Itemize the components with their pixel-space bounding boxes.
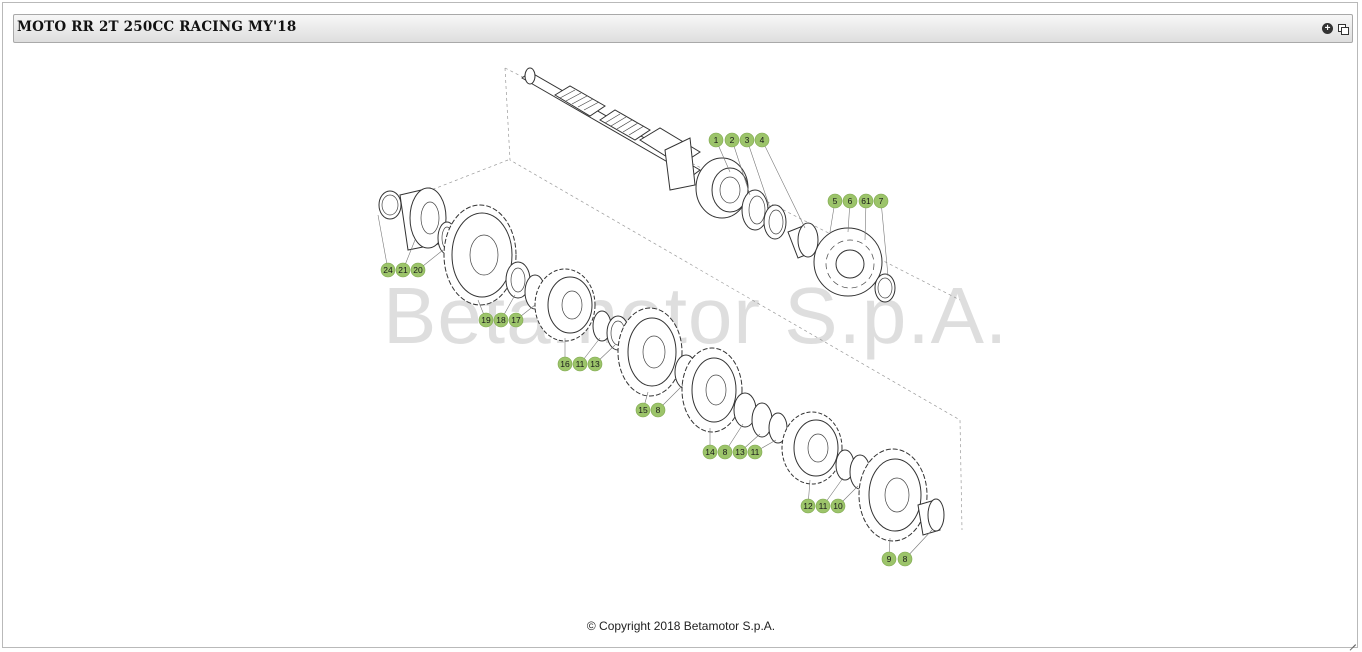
callout-11[interactable]: 11 (747, 444, 763, 460)
popout-icon[interactable] (1337, 23, 1349, 35)
gear[interactable] (534, 268, 596, 342)
gear[interactable] (681, 347, 743, 433)
svg-text:8: 8 (723, 447, 728, 457)
svg-text:61: 61 (861, 196, 871, 206)
svg-text:8: 8 (656, 405, 661, 415)
copyright-notice: © Copyright 2018 Betamotor S.p.A. (586, 619, 776, 633)
callout-18[interactable]: 18 (493, 312, 509, 328)
header-toolbar: + (1322, 23, 1349, 35)
callout-19[interactable]: 19 (478, 312, 494, 328)
circlip[interactable] (874, 273, 896, 303)
callout-21[interactable]: 21 (395, 262, 411, 278)
svg-text:15: 15 (638, 405, 648, 415)
callout-13[interactable]: 13 (587, 356, 603, 372)
callout-17[interactable]: 17 (508, 312, 524, 328)
callout-3[interactable]: 3 (739, 132, 755, 148)
callout-8[interactable]: 8 (897, 551, 913, 567)
panel-header: MOTO RR 2T 250CC RACING MY'18 + (13, 14, 1353, 43)
svg-text:11: 11 (819, 501, 828, 511)
svg-text:18: 18 (496, 315, 506, 325)
callout-8[interactable]: 8 (650, 402, 666, 418)
gear[interactable] (858, 448, 928, 542)
spacer-ring[interactable] (741, 189, 769, 231)
callout-16[interactable]: 16 (557, 356, 573, 372)
svg-text:24: 24 (383, 265, 393, 275)
page-title: MOTO RR 2T 250CC RACING MY'18 (17, 19, 297, 35)
svg-text:11: 11 (751, 447, 760, 457)
callout-13[interactable]: 13 (732, 444, 748, 460)
svg-text:2: 2 (730, 135, 735, 145)
svg-text:19: 19 (481, 315, 491, 325)
callout-12[interactable]: 12 (800, 498, 816, 514)
bush[interactable] (787, 222, 819, 259)
svg-text:11: 11 (576, 359, 585, 369)
callout-6[interactable]: 6 (842, 193, 858, 209)
callout-5[interactable]: 5 (827, 193, 843, 209)
gear[interactable] (617, 307, 683, 397)
gear[interactable] (781, 411, 843, 485)
callout-4[interactable]: 4 (754, 132, 770, 148)
svg-text:9: 9 (887, 554, 892, 564)
callout-7[interactable]: 7 (873, 193, 889, 209)
svg-text:7: 7 (879, 196, 884, 206)
callout-8[interactable]: 8 (717, 444, 733, 460)
svg-text:4: 4 (760, 135, 765, 145)
gear[interactable] (443, 204, 517, 306)
svg-text:20: 20 (413, 265, 423, 275)
circlip[interactable] (768, 412, 788, 444)
callout-2[interactable]: 2 (724, 132, 740, 148)
svg-text:17: 17 (511, 315, 521, 325)
callout-20[interactable]: 20 (410, 262, 426, 278)
svg-text:5: 5 (833, 196, 838, 206)
svg-text:3: 3 (745, 135, 750, 145)
callout-15[interactable]: 15 (635, 402, 651, 418)
svg-text:12: 12 (803, 501, 813, 511)
svg-text:1: 1 (714, 135, 719, 145)
callout-10[interactable]: 10 (830, 498, 846, 514)
svg-text:13: 13 (590, 359, 600, 369)
resize-handle-icon[interactable] (1348, 637, 1356, 645)
assembly-guide (504, 67, 963, 531)
callout-61[interactable]: 61 (858, 193, 874, 209)
callout-9[interactable]: 9 (881, 551, 897, 567)
svg-text:13: 13 (735, 447, 745, 457)
needle-bush[interactable] (917, 498, 945, 536)
svg-text:16: 16 (560, 359, 570, 369)
svg-text:6: 6 (848, 196, 853, 206)
svg-text:10: 10 (833, 501, 843, 511)
callout-24[interactable]: 24 (380, 262, 396, 278)
svg-text:21: 21 (398, 265, 408, 275)
svg-text:14: 14 (705, 447, 715, 457)
callout-11[interactable]: 11 (815, 498, 831, 514)
front-sprocket[interactable] (813, 227, 883, 297)
bearing[interactable] (695, 157, 749, 219)
callout-1[interactable]: 1 (708, 132, 724, 148)
bearing[interactable] (399, 187, 447, 251)
main-shaft[interactable] (521, 67, 701, 191)
callout-14[interactable]: 14 (702, 444, 718, 460)
plus-circle-icon[interactable]: + (1322, 23, 1333, 34)
circlip[interactable] (378, 190, 402, 220)
svg-text:8: 8 (903, 554, 908, 564)
callout-11[interactable]: 11 (572, 356, 588, 372)
seal-ring[interactable] (763, 204, 787, 240)
